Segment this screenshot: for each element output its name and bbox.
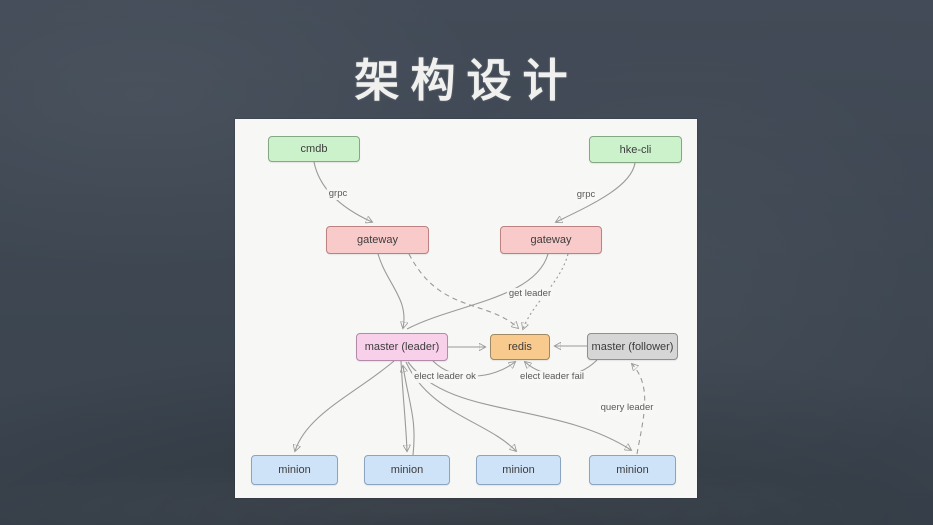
node-minion-2: minion <box>364 455 450 485</box>
node-hke-cli: hke-cli <box>589 136 682 163</box>
node-master-follower: master (follower) <box>587 333 678 360</box>
edge-label-get-leader: get leader <box>506 288 554 300</box>
node-gateway-left: gateway <box>326 226 429 254</box>
edge-gateway-left-redis <box>408 253 518 328</box>
edge-label-elect-leader-ok: elect leader ok <box>412 371 478 383</box>
diagram-edges <box>235 161 646 456</box>
edge-gateway-right-master-leader <box>406 253 549 330</box>
node-gateway-right: gateway <box>500 226 602 254</box>
node-minion-4: minion <box>589 455 676 485</box>
edge-label-elect-leader-fail: elect leader fail <box>518 371 586 383</box>
edge-label-grpc-left: grpc <box>326 188 350 200</box>
edge-gateway-left-master-leader <box>377 253 404 328</box>
node-minion-1: minion <box>251 455 338 485</box>
edge-hkecli-gateway-right <box>556 162 636 222</box>
edge-query-leader <box>632 364 646 455</box>
node-redis: redis <box>490 334 550 360</box>
edge-label-query-leader: query leader <box>598 402 656 414</box>
architecture-diagram-panel: cmdb hke-cli gateway gateway master (lea… <box>235 119 697 498</box>
edge-minion-2-master-leader <box>403 366 415 456</box>
slide-title: 架构设计 <box>354 56 579 106</box>
node-minion-3: minion <box>476 455 561 485</box>
node-cmdb: cmdb <box>268 136 360 162</box>
node-master-leader: master (leader) <box>356 333 448 361</box>
edge-label-grpc-right: grpc <box>574 189 598 201</box>
edge-master-leader-minion-1 <box>295 360 395 451</box>
